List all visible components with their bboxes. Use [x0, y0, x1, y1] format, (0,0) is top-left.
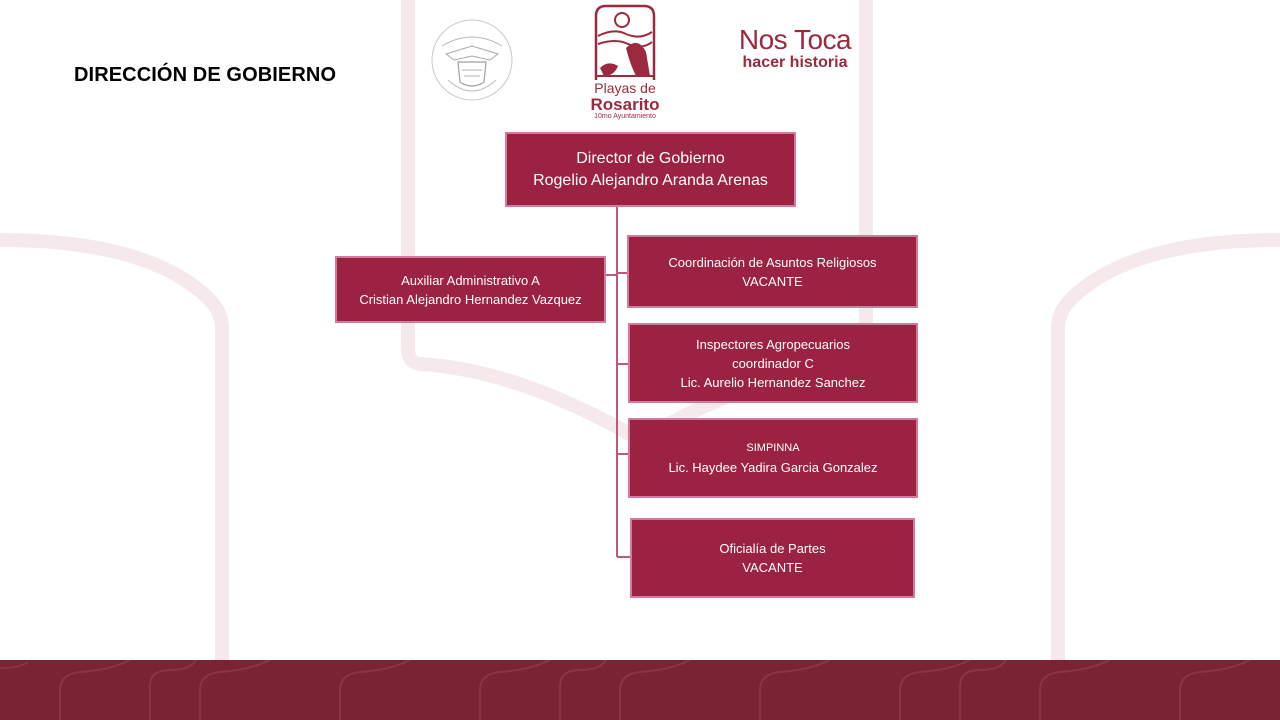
playas-de-rosarito-logo: Playas de Rosarito 10mo Ayuntamiento [586, 2, 664, 124]
node-oficialia-de-partes: Oficialía de Partes VACANTE [630, 518, 915, 598]
rosarito-emblem-icon [594, 4, 656, 80]
religiosos-role: Coordinación de Asuntos Religiosos [668, 254, 877, 270]
director-name: Rogelio Alejandro Aranda Arenas [533, 171, 768, 189]
agropecuarios-subrole: coordinador C [732, 355, 814, 371]
oficialia-name: VACANTE [742, 560, 803, 575]
municipal-seal-logo [431, 19, 513, 101]
node-inspectores-agropecuarios: Inspectores Agropecuarios coordinador C … [628, 323, 918, 403]
nos-toca-line1: Nos Toca [738, 24, 852, 55]
auxiliar-name: Cristian Alejandro Hernandez Vazquez [359, 291, 582, 307]
nos-toca-line2: hacer historia [742, 54, 848, 71]
footer-pattern [0, 660, 1251, 720]
page-title: DIRECCIÓN DE GOBIERNO [74, 64, 337, 86]
director-role: Director de Gobierno [576, 149, 725, 167]
simpinna-name: Lic. Haydee Yadira Garcia Gonzalez [668, 460, 878, 475]
simpinna-role: SIMPINNA [746, 442, 800, 454]
oficialia-role: Oficialía de Partes [719, 541, 826, 556]
nos-toca-logo: Nos Toca hacer historia [730, 26, 860, 72]
rosarito-logo-line2: Rosarito [590, 95, 660, 114]
node-simpinna: SIMPINNA Lic. Haydee Yadira Garcia Gonza… [628, 418, 918, 498]
agropecuarios-name: Lic. Aurelio Hernandez Sanchez [680, 374, 866, 390]
rosarito-logo-line3: 10mo Ayuntamiento [594, 113, 656, 120]
node-asuntos-religiosos: Coordinación de Asuntos Religiosos VACAN… [627, 235, 918, 308]
footer-band [0, 660, 1280, 720]
node-auxiliar-administrativo: Auxiliar Administrativo A Cristian Aleja… [335, 256, 606, 323]
agropecuarios-role: Inspectores Agropecuarios [696, 336, 850, 352]
node-director: Director de Gobierno Rogelio Alejandro A… [505, 132, 796, 207]
rosarito-logo-line1: Playas de [594, 80, 656, 96]
religiosos-name: VACANTE [742, 273, 803, 289]
auxiliar-role: Auxiliar Administrativo A [401, 272, 540, 288]
